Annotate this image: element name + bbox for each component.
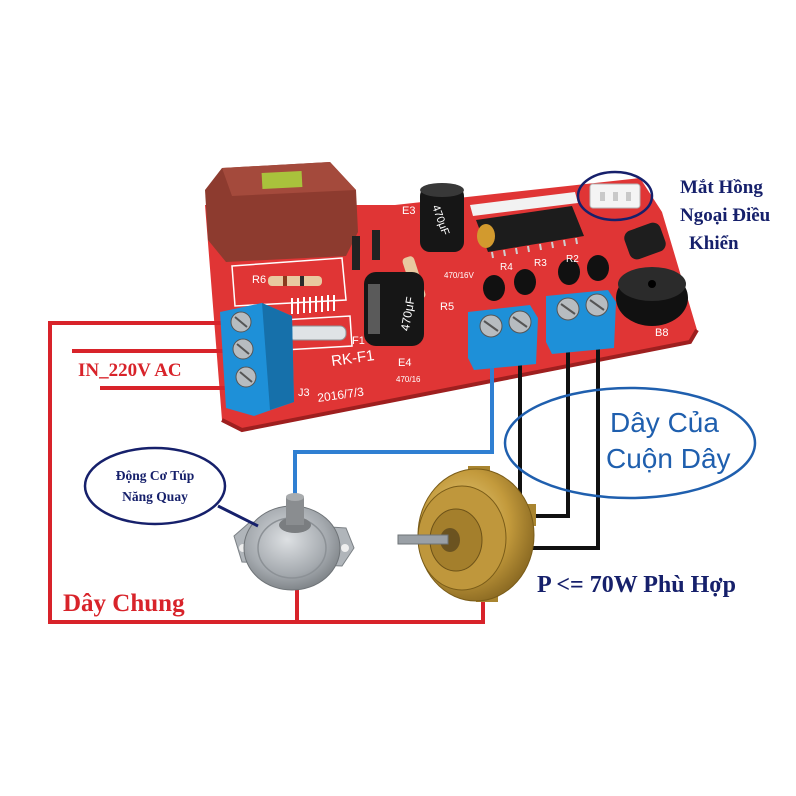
capacitor-e4-marking: 470μF (398, 296, 418, 332)
capacitor-e3-top (420, 183, 464, 197)
sync-motor-label-line2: Năng Quay (122, 489, 188, 504)
control-board: 470μF 470μF (205, 162, 699, 433)
sync-motor-callout (83, 446, 227, 526)
sync-motor-shaft-top (286, 493, 304, 501)
fan-motor-hub (440, 528, 460, 552)
silk-date: 2016/7/3 (316, 385, 365, 405)
silkscreen-outline-r6 (231, 257, 347, 307)
connector-pin (613, 192, 618, 201)
screw-slot (236, 343, 250, 355)
ir-receiver-callout (576, 170, 654, 222)
terminal-side (262, 303, 294, 410)
power-input-label: IN_220V AC (78, 360, 182, 381)
capacitor-e4-stripe (368, 284, 380, 334)
sync-motor-shaft (286, 497, 304, 525)
coil-wires-label-line2: Cuộn Dây (606, 443, 731, 474)
coil-wire-3 (530, 345, 600, 550)
silk-f1: F1 (352, 335, 365, 347)
sync-motor-label-line1: Động Cơ Túp (116, 468, 195, 483)
silk-e4: E4 (398, 357, 411, 369)
transistor (558, 259, 580, 285)
terminal-block-a (468, 305, 538, 370)
terminal-block-input (220, 303, 294, 416)
buzzer-hole (648, 280, 656, 288)
fuse-f1 (287, 325, 347, 341)
pin-header (470, 192, 578, 216)
coil-wires-label-line1: Dây Của (610, 407, 719, 438)
ir-receiver-label-line2: Ngoại Điều (680, 205, 771, 226)
transistor (483, 275, 505, 301)
power-rating-label: P <= 70W Phù Hợp (537, 572, 736, 598)
silk-r2: R2 (566, 254, 579, 265)
screw-slot (483, 320, 499, 332)
ceramic-capacitor (477, 224, 495, 248)
wiring (48, 321, 600, 624)
screw-slot (560, 303, 576, 315)
resistor-r6 (268, 276, 322, 286)
screw-slot (512, 316, 528, 328)
screw-slot (589, 299, 605, 311)
silk-r5: R5 (440, 301, 454, 313)
silk-b8: B8 (655, 327, 668, 339)
board-edge (221, 328, 699, 433)
silk-e3-rating: 470/16V (444, 271, 474, 280)
silk-model: RK-F1 (330, 347, 375, 370)
flange-hole (341, 544, 349, 552)
screw-slot (234, 316, 248, 328)
ir-receiver-label-line1: Mắt Hồng (680, 177, 763, 198)
sync-motor-label: Động Cơ Túp Năng Quay (116, 468, 195, 504)
fan-motor-shaft (397, 534, 449, 545)
diode (352, 236, 360, 270)
transistor (587, 255, 609, 281)
resistor-r6-band (300, 276, 304, 286)
fan-motor (397, 466, 536, 602)
silk-j3: J3 (298, 387, 310, 399)
small-capacitor (624, 222, 666, 260)
ir-receiver-label: Mắt Hồng Ngoại Điều Khiển (680, 177, 771, 254)
ir-receiver-label-line3: Khiển (689, 233, 739, 254)
connector-pin (626, 192, 631, 201)
x2-capacitor-sticker (261, 170, 303, 190)
screw-slot (239, 371, 253, 383)
resistor-array (291, 295, 335, 314)
coil-wires-label: Dây Của Cuộn Dây (606, 407, 731, 474)
capacitor-e3 (420, 186, 464, 252)
sync-motor (233, 493, 355, 591)
ic-pins (491, 237, 578, 259)
silk-e3: E3 (402, 205, 415, 217)
coil-wires-callout (503, 386, 757, 500)
ic-chip (476, 206, 584, 252)
coil-wire-2 (532, 345, 570, 518)
common-wire (48, 321, 485, 624)
silk-r3: R3 (534, 258, 547, 269)
connector-pin (600, 192, 605, 201)
common-wire-label: Dây Chung (63, 590, 185, 617)
terminal-block-b (546, 290, 616, 354)
resistor-r6-band (283, 276, 287, 286)
sync-motor-pointer (217, 504, 259, 528)
silk-r6: R6 (252, 274, 266, 286)
sync-motor-wire (293, 358, 494, 500)
silk-e4-rating: 470/16 (396, 375, 421, 384)
silk-r4: R4 (500, 262, 513, 273)
diode (372, 230, 380, 260)
transistor (514, 269, 536, 295)
